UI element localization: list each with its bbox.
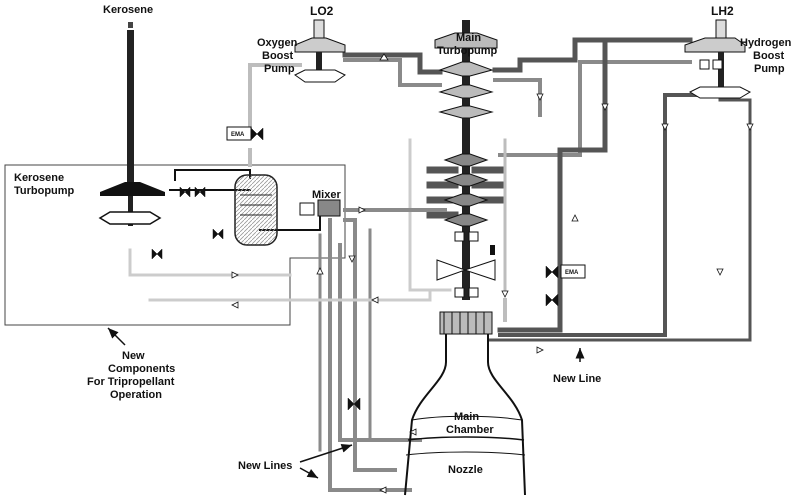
- hydrogen-boost-pump-label-2: Boost: [753, 50, 785, 62]
- flow-arrows: [231, 53, 754, 494]
- nozzle-label: Nozzle: [448, 464, 483, 476]
- mixer-component: [299, 199, 341, 217]
- kerosene-inlet: [127, 22, 134, 185]
- ema-label-right: EMA: [565, 270, 579, 276]
- mixer-label: Mixer: [312, 189, 341, 201]
- new-components-label-3: For Tripropellant: [87, 376, 175, 388]
- main-chamber-label-2: Chamber: [446, 424, 494, 436]
- hydrogen-boost-pump-label-1: Hydrogen: [740, 37, 792, 49]
- main-turbopump-shape: [434, 20, 498, 300]
- main-turbopump-label-2: Turbopump: [437, 45, 498, 57]
- new-lines-label: New Lines: [238, 460, 292, 472]
- oxygen-boost-pump-label-2: Boost: [262, 50, 294, 62]
- kerosene-turbopump-label-1: Kerosene: [14, 172, 64, 184]
- lh2-label: LH2: [711, 4, 734, 18]
- kerosene-turbopump-shape: [98, 182, 165, 226]
- main-chamber-nozzle-shape: [404, 311, 526, 496]
- new-components-label-4: Operation: [110, 389, 162, 401]
- new-components-label-2: Components: [108, 363, 175, 375]
- preburner-heat-exchanger: [234, 174, 278, 246]
- oxygen-boost-pump-label-3: Pump: [264, 63, 295, 75]
- lo2-label: LO2: [310, 4, 334, 18]
- kerosene-label: Kerosene: [103, 4, 153, 16]
- new-components-label-1: New: [122, 350, 145, 362]
- oxygen-boost-pump-label-1: Oxygen: [257, 37, 298, 49]
- hydrogen-boost-pump-label-3: Pump: [754, 63, 785, 75]
- propellant-lines: [128, 37, 752, 492]
- ema-box-left: [226, 126, 252, 141]
- kerosene-turbopump-label-2: Turbopump: [14, 185, 75, 197]
- hydrogen-boost-pump-shape: [684, 19, 752, 99]
- pointer-arrows: [107, 327, 585, 479]
- ema-box-right: [560, 264, 586, 279]
- ema-label-left: EMA: [231, 132, 245, 138]
- new-components-boundary: [4, 164, 346, 326]
- oxygen-boost-pump-shape: [294, 19, 346, 83]
- new-line-label: New Line: [553, 373, 601, 385]
- main-chamber-label-1: Main: [454, 411, 479, 423]
- main-turbopump-label-1: Main: [456, 32, 481, 44]
